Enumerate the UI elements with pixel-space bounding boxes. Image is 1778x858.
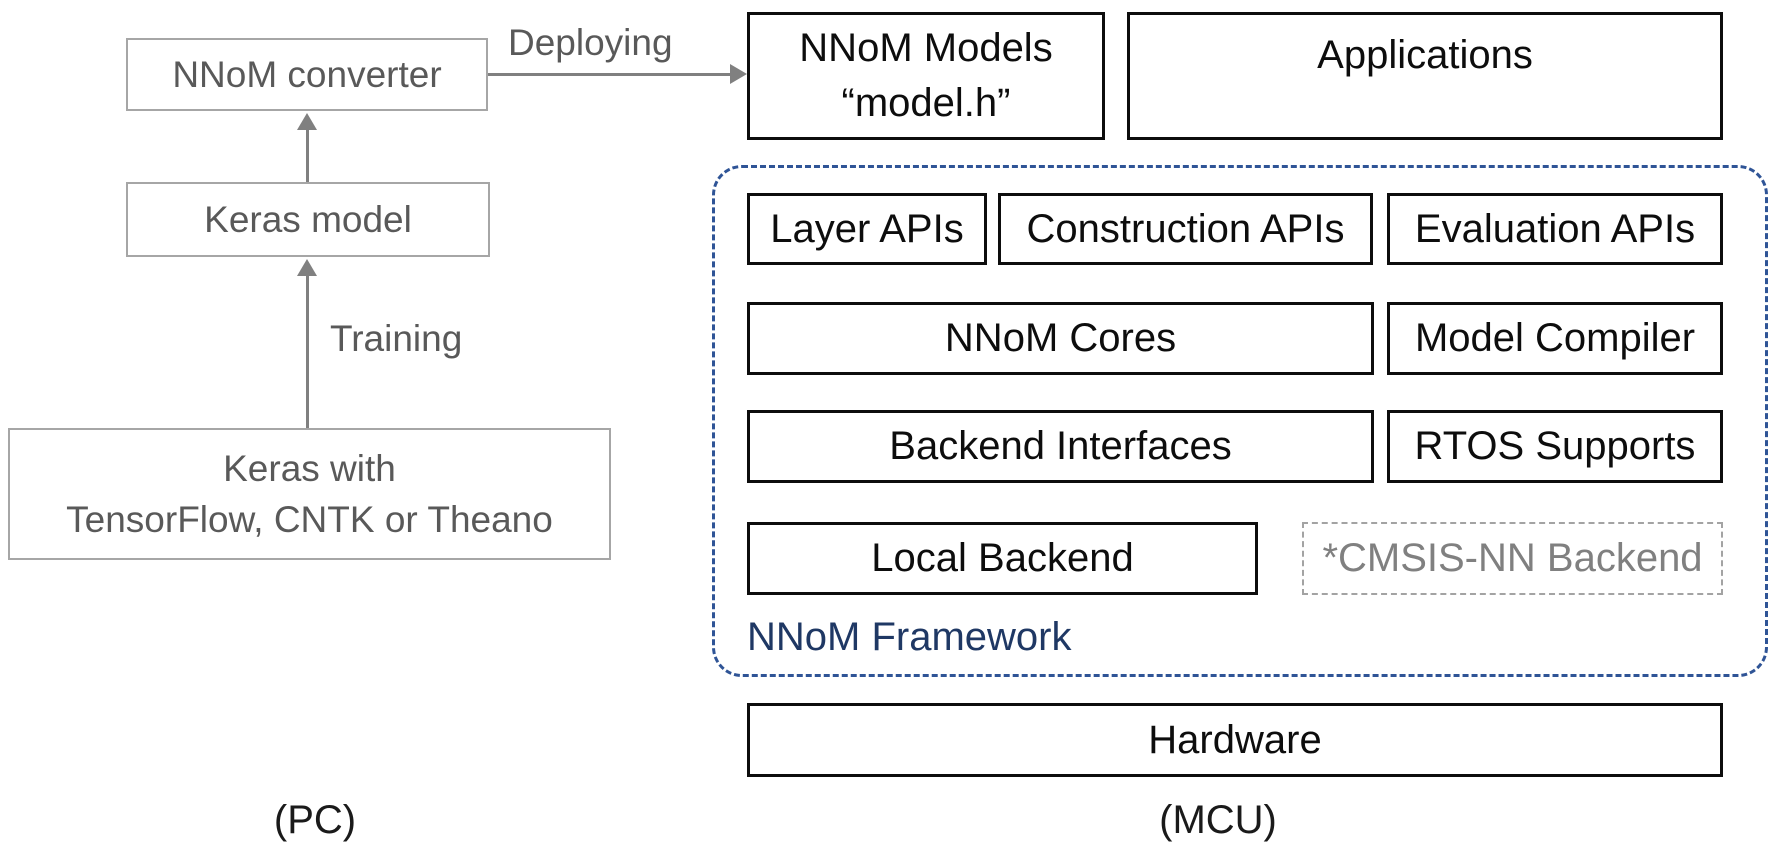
cmsis-nn-backend-box: *CMSIS-NN Backend <box>1302 522 1723 595</box>
local-backend-label: Local Backend <box>871 536 1134 580</box>
cmsis-nn-backend-label: *CMSIS-NN Backend <box>1322 536 1703 580</box>
hardware-box: Hardware <box>747 703 1723 777</box>
arrow-up-to-keras-model-line <box>306 274 309 428</box>
construction-apis-box: Construction APIs <box>998 193 1373 265</box>
nnom-models-line2: “model.h” <box>841 81 1011 125</box>
arrow-up-to-converter-icon <box>297 113 317 130</box>
model-compiler-box: Model Compiler <box>1387 302 1723 375</box>
nnom-models-box: NNoM Models “model.h” <box>747 12 1105 140</box>
keras-with-box: Keras with TensorFlow, CNTK or Theano <box>8 428 611 560</box>
backend-interfaces-label: Backend Interfaces <box>889 424 1232 468</box>
arrow-up-to-keras-model-icon <box>297 259 317 276</box>
keras-with-line2: TensorFlow, CNTK or Theano <box>66 499 553 540</box>
applications-label: Applications <box>1317 33 1533 77</box>
training-label: Training <box>330 318 463 359</box>
nnom-converter-label: NNoM converter <box>172 53 442 95</box>
rtos-supports-label: RTOS Supports <box>1414 424 1696 468</box>
pc-platform-label: (PC) <box>273 798 357 842</box>
nnom-models-line1: NNoM Models <box>799 25 1053 70</box>
deploying-label: Deploying <box>508 22 673 63</box>
applications-box: Applications <box>1127 12 1723 140</box>
nnom-framework-label: NNoM Framework <box>747 615 1072 659</box>
arrow-up-to-converter-line <box>306 128 309 182</box>
local-backend-box: Local Backend <box>747 522 1258 595</box>
deploying-arrow-line <box>488 73 733 76</box>
rtos-supports-box: RTOS Supports <box>1387 410 1723 483</box>
mcu-platform-label: (MCU) <box>1159 798 1277 842</box>
nnom-cores-label: NNoM Cores <box>944 316 1177 360</box>
deploying-arrow-icon <box>730 64 747 84</box>
nnom-cores-box: NNoM Cores <box>747 302 1374 375</box>
backend-interfaces-box: Backend Interfaces <box>747 410 1374 483</box>
nnom-framework-container <box>712 165 1768 677</box>
evaluation-apis-box: Evaluation APIs <box>1387 193 1723 265</box>
hardware-label: Hardware <box>1148 717 1322 762</box>
layer-apis-box: Layer APIs <box>747 193 987 265</box>
construction-apis-label: Construction APIs <box>1026 206 1345 251</box>
keras-model-box: Keras model <box>126 182 490 257</box>
layer-apis-label: Layer APIs <box>770 206 964 251</box>
evaluation-apis-label: Evaluation APIs <box>1414 206 1696 251</box>
keras-with-line1: Keras with <box>223 447 396 489</box>
nnom-converter-box: NNoM converter <box>126 38 488 111</box>
model-compiler-label: Model Compiler <box>1414 316 1696 360</box>
keras-model-label: Keras model <box>204 198 412 240</box>
